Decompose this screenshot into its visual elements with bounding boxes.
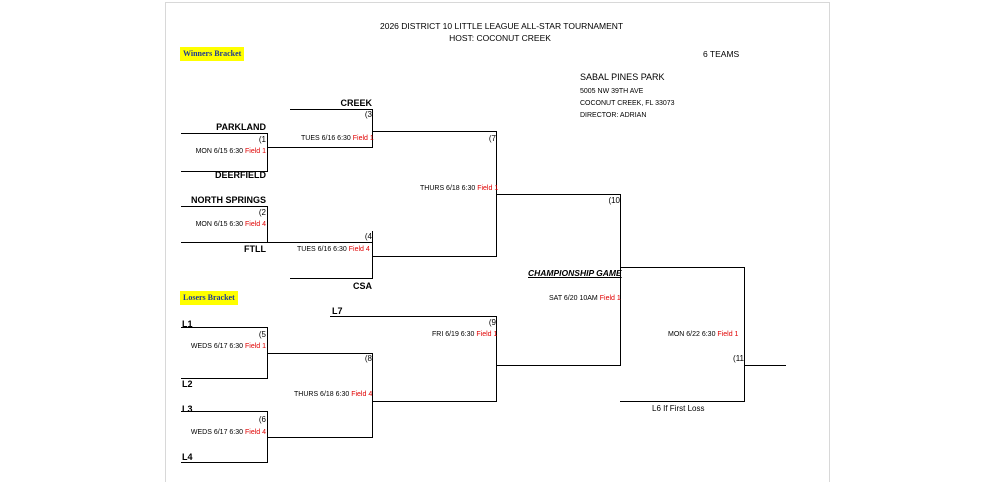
g11-bottom-line	[620, 401, 745, 402]
game-9-schedule: FRI 6/19 6:30 Field 1	[432, 331, 498, 338]
game-1-number: (1	[258, 135, 266, 144]
g4-top-line	[267, 242, 373, 243]
g7-connector	[496, 131, 497, 256]
g1-bottom-line	[181, 171, 268, 172]
game-6-schedule: WEDS 6/17 6:30 Field 4	[190, 429, 266, 436]
venue-director: DIRECTOR: ADRIAN	[580, 112, 647, 119]
game-7-number: (7	[488, 134, 496, 143]
g3-bottom-line	[267, 147, 373, 148]
game-1-schedule: MON 6/15 6:30 Field 1	[195, 148, 266, 155]
team-ftll: FTLL	[244, 244, 266, 254]
g4-bottom-line	[290, 278, 373, 279]
team-north-springs: NORTH SPRINGS	[190, 195, 266, 205]
g2-top-line	[181, 206, 268, 207]
venue-name: SABAL PINES PARK	[580, 72, 665, 82]
game-7-schedule: THURS 6/18 6:30 Field 1	[420, 185, 499, 192]
g11-connector	[744, 267, 745, 401]
winners-bracket-label: Winners Bracket	[180, 47, 245, 61]
g1-top-line	[181, 133, 268, 134]
g4-connector	[372, 231, 373, 278]
game-2-schedule: MON 6/15 6:30 Field 4	[195, 221, 266, 228]
g8-connector	[372, 353, 373, 437]
g2-bottom-line	[181, 242, 268, 243]
game-2-number: (2	[258, 208, 266, 217]
teams-count: 6 TEAMS	[703, 49, 740, 59]
g5-connector	[267, 327, 268, 378]
g7-top-line	[372, 131, 497, 132]
seed-l4: L4	[182, 452, 193, 462]
game-3-number: (3	[364, 110, 372, 119]
team-deerfield: DEERFIELD	[214, 170, 266, 180]
game-11-schedule: MON 6/22 6:30 Field 1	[668, 331, 739, 338]
g9-bottom-line	[372, 401, 497, 402]
g10-bottom-line	[496, 365, 621, 366]
game-10-number: (10	[608, 196, 620, 205]
game-8-schedule: THURS 6/18 6:30 Field 4	[294, 391, 373, 398]
team-parkland: PARKLAND	[216, 122, 266, 132]
g2-connector	[267, 206, 268, 242]
g11-top-line	[620, 267, 745, 268]
game-9-number: (9	[488, 318, 496, 327]
seed-l7: L7	[332, 306, 343, 316]
g6-bottom-line	[181, 462, 268, 463]
if-first-loss-note: L6 If First Loss	[652, 404, 705, 413]
game-6-number: (6	[258, 415, 266, 424]
host-label: HOST: COCONUT CREEK	[449, 33, 551, 43]
g3-connector	[372, 109, 373, 147]
g8-bottom-line	[267, 437, 373, 438]
g6-connector	[267, 411, 268, 462]
g8-top-line	[267, 353, 373, 354]
seed-l3: L3	[182, 404, 193, 414]
seed-l2: L2	[182, 379, 193, 389]
tournament-title: 2026 DISTRICT 10 LITTLE LEAGUE ALL-STAR …	[380, 21, 624, 31]
g9-top-line	[330, 316, 497, 317]
team-creek: CREEK	[340, 98, 372, 108]
g7-bottom-line	[372, 256, 497, 257]
g5-bottom-line	[181, 378, 268, 379]
seed-l1: L1	[182, 319, 193, 329]
game-4-schedule: TUES 6/16 6:30 Field 4	[297, 246, 370, 253]
championship-schedule: SAT 6/20 10AM Field 1	[549, 295, 621, 302]
game-5-number: (5	[258, 330, 266, 339]
g10-top-line	[496, 194, 621, 195]
venue-city: COCONUT CREEK, FL 33073	[580, 100, 675, 107]
g5-top-line	[181, 327, 268, 328]
champion-line	[744, 365, 786, 366]
g10-connector	[620, 194, 621, 365]
g6-top-line	[181, 411, 268, 412]
losers-bracket-label: Losers Bracket	[180, 291, 238, 305]
championship-game-label: CHAMPIONSHIP GAME	[528, 268, 622, 278]
team-csa: CSA	[352, 281, 372, 291]
g1-connector	[267, 133, 268, 171]
game-8-number: (8	[364, 354, 372, 363]
game-5-schedule: WEDS 6/17 6:30 Field 1	[190, 343, 266, 350]
game-11-number: (11	[733, 354, 744, 363]
venue-address: 5005 NW 39TH AVE	[580, 88, 644, 95]
g9-connector	[496, 316, 497, 401]
game-3-schedule: TUES 6/16 6:30 Field 1	[301, 135, 374, 142]
game-4-number: (4	[364, 232, 372, 241]
g3-top-line	[290, 109, 373, 110]
